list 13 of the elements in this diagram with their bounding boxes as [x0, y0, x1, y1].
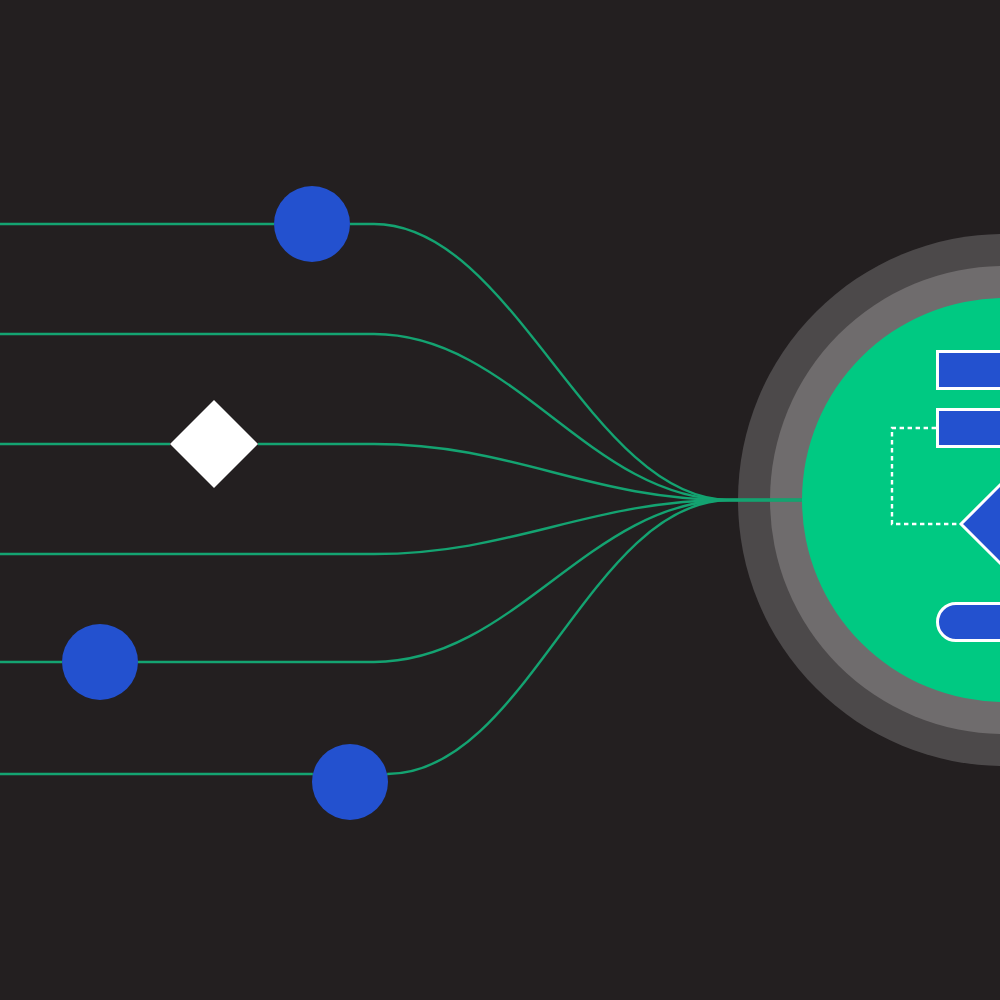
process-bar: [936, 350, 1000, 390]
connector-line: [0, 222, 274, 226]
connector-line: [0, 772, 313, 776]
process-bar: [936, 408, 1000, 448]
connector-line: [0, 660, 62, 664]
dot-node: [312, 744, 388, 820]
connector-line: [386, 498, 802, 776]
decision-diamond: [170, 400, 258, 488]
terminal-pill: [936, 602, 1000, 642]
dashed-connector: [890, 426, 958, 526]
connector-line: [0, 442, 170, 446]
dot-node: [274, 186, 350, 262]
dot-node: [62, 624, 138, 700]
